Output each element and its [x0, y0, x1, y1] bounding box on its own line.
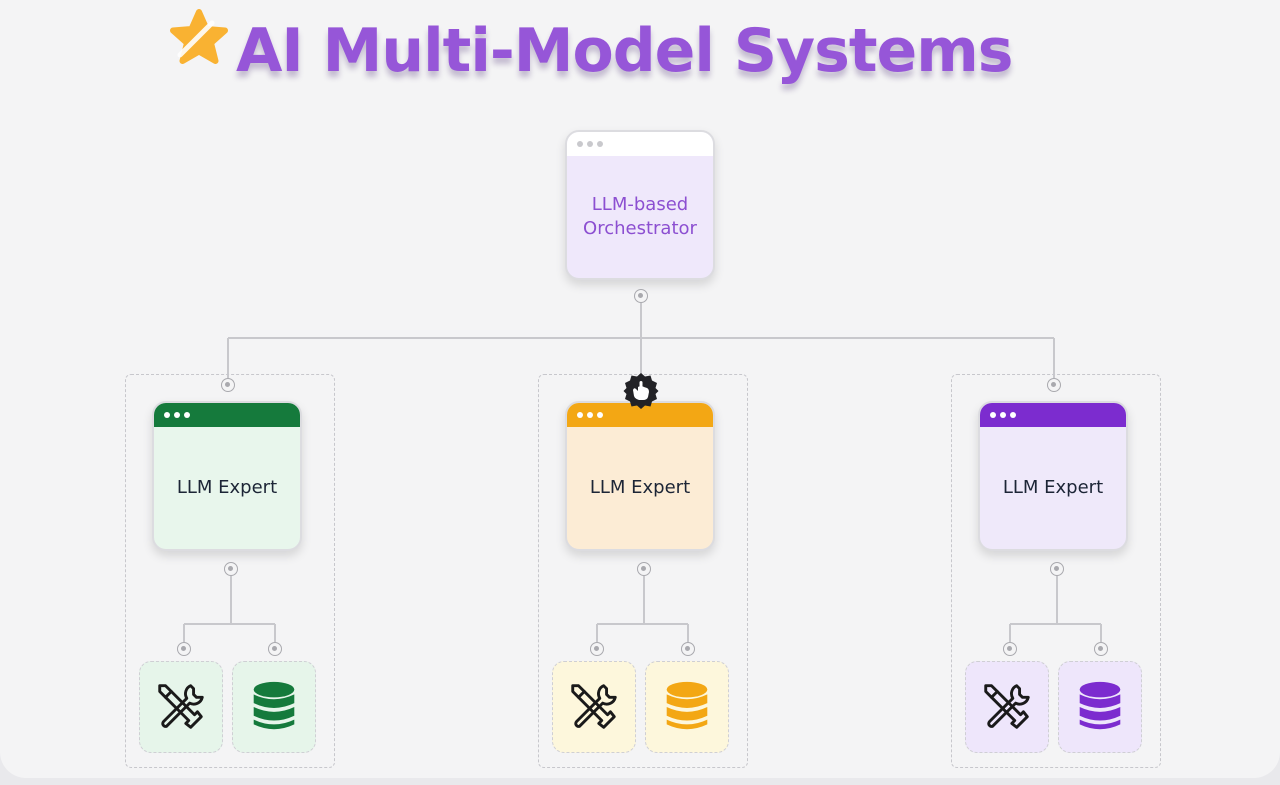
expert-label: LLM Expert	[1002, 477, 1104, 498]
window-dot	[164, 412, 170, 418]
tools-icon	[571, 684, 617, 729]
orchestrator-node[interactable]: LLM-based Orchestrator	[565, 130, 715, 280]
connector-tool-3-1[interactable]	[1003, 642, 1017, 656]
window-dot	[587, 141, 593, 147]
database-icon	[666, 681, 708, 730]
connector-expert-3-out[interactable]	[1050, 562, 1064, 576]
window-dot	[597, 412, 603, 418]
title-text: AI Multi-Model Systems	[236, 16, 1013, 86]
page-title: AI Multi-Model Systems	[168, 6, 1013, 96]
connector-expert-1-out[interactable]	[224, 562, 238, 576]
window-dot	[597, 141, 603, 147]
expert-node-3[interactable]: LLM Expert	[978, 401, 1128, 551]
window-dot	[577, 412, 583, 418]
connector-tool-1-2[interactable]	[268, 642, 282, 656]
window-dot	[990, 412, 996, 418]
expert-node-1[interactable]: LLM Expert	[152, 401, 302, 551]
star-icon	[170, 9, 228, 64]
window-titlebar	[154, 403, 300, 427]
tools-card-2[interactable]	[552, 661, 636, 753]
database-icon	[253, 681, 295, 730]
connector-tool-1-1[interactable]	[177, 642, 191, 656]
window-dot	[587, 412, 593, 418]
expert-group-2	[538, 374, 748, 768]
tools-card-1[interactable]	[139, 661, 223, 753]
connector-tool-3-2[interactable]	[1094, 642, 1108, 656]
window-dot	[174, 412, 180, 418]
database-card-3[interactable]	[1058, 661, 1142, 753]
window-titlebar	[567, 132, 713, 156]
expert-label: LLM Expert	[589, 477, 691, 498]
tools-icon	[984, 684, 1030, 729]
window-titlebar	[980, 403, 1126, 427]
database-card-2[interactable]	[645, 661, 729, 753]
connector-expert-3-in[interactable]	[1047, 378, 1061, 392]
window-dot	[577, 141, 583, 147]
window-dot	[1000, 412, 1006, 418]
connector-expert-1-in[interactable]	[221, 378, 235, 392]
robot-hand-badge-icon[interactable]	[622, 372, 660, 410]
database-card-1[interactable]	[232, 661, 316, 753]
expert-node-2[interactable]: LLM Expert	[565, 401, 715, 551]
connector-tool-2-2[interactable]	[681, 642, 695, 656]
orchestrator-label: LLM-based Orchestrator	[583, 194, 697, 239]
expert-group-1	[125, 374, 335, 768]
tools-card-3[interactable]	[965, 661, 1049, 753]
expert-label: LLM Expert	[176, 477, 278, 498]
connector-orchestrator-out[interactable]	[634, 289, 648, 303]
connector-tool-2-1[interactable]	[590, 642, 604, 656]
connector-expert-2-out[interactable]	[637, 562, 651, 576]
expert-group-3	[951, 374, 1161, 768]
window-dot	[184, 412, 190, 418]
window-dot	[1010, 412, 1016, 418]
database-icon	[1079, 681, 1121, 730]
tools-icon	[158, 684, 204, 729]
